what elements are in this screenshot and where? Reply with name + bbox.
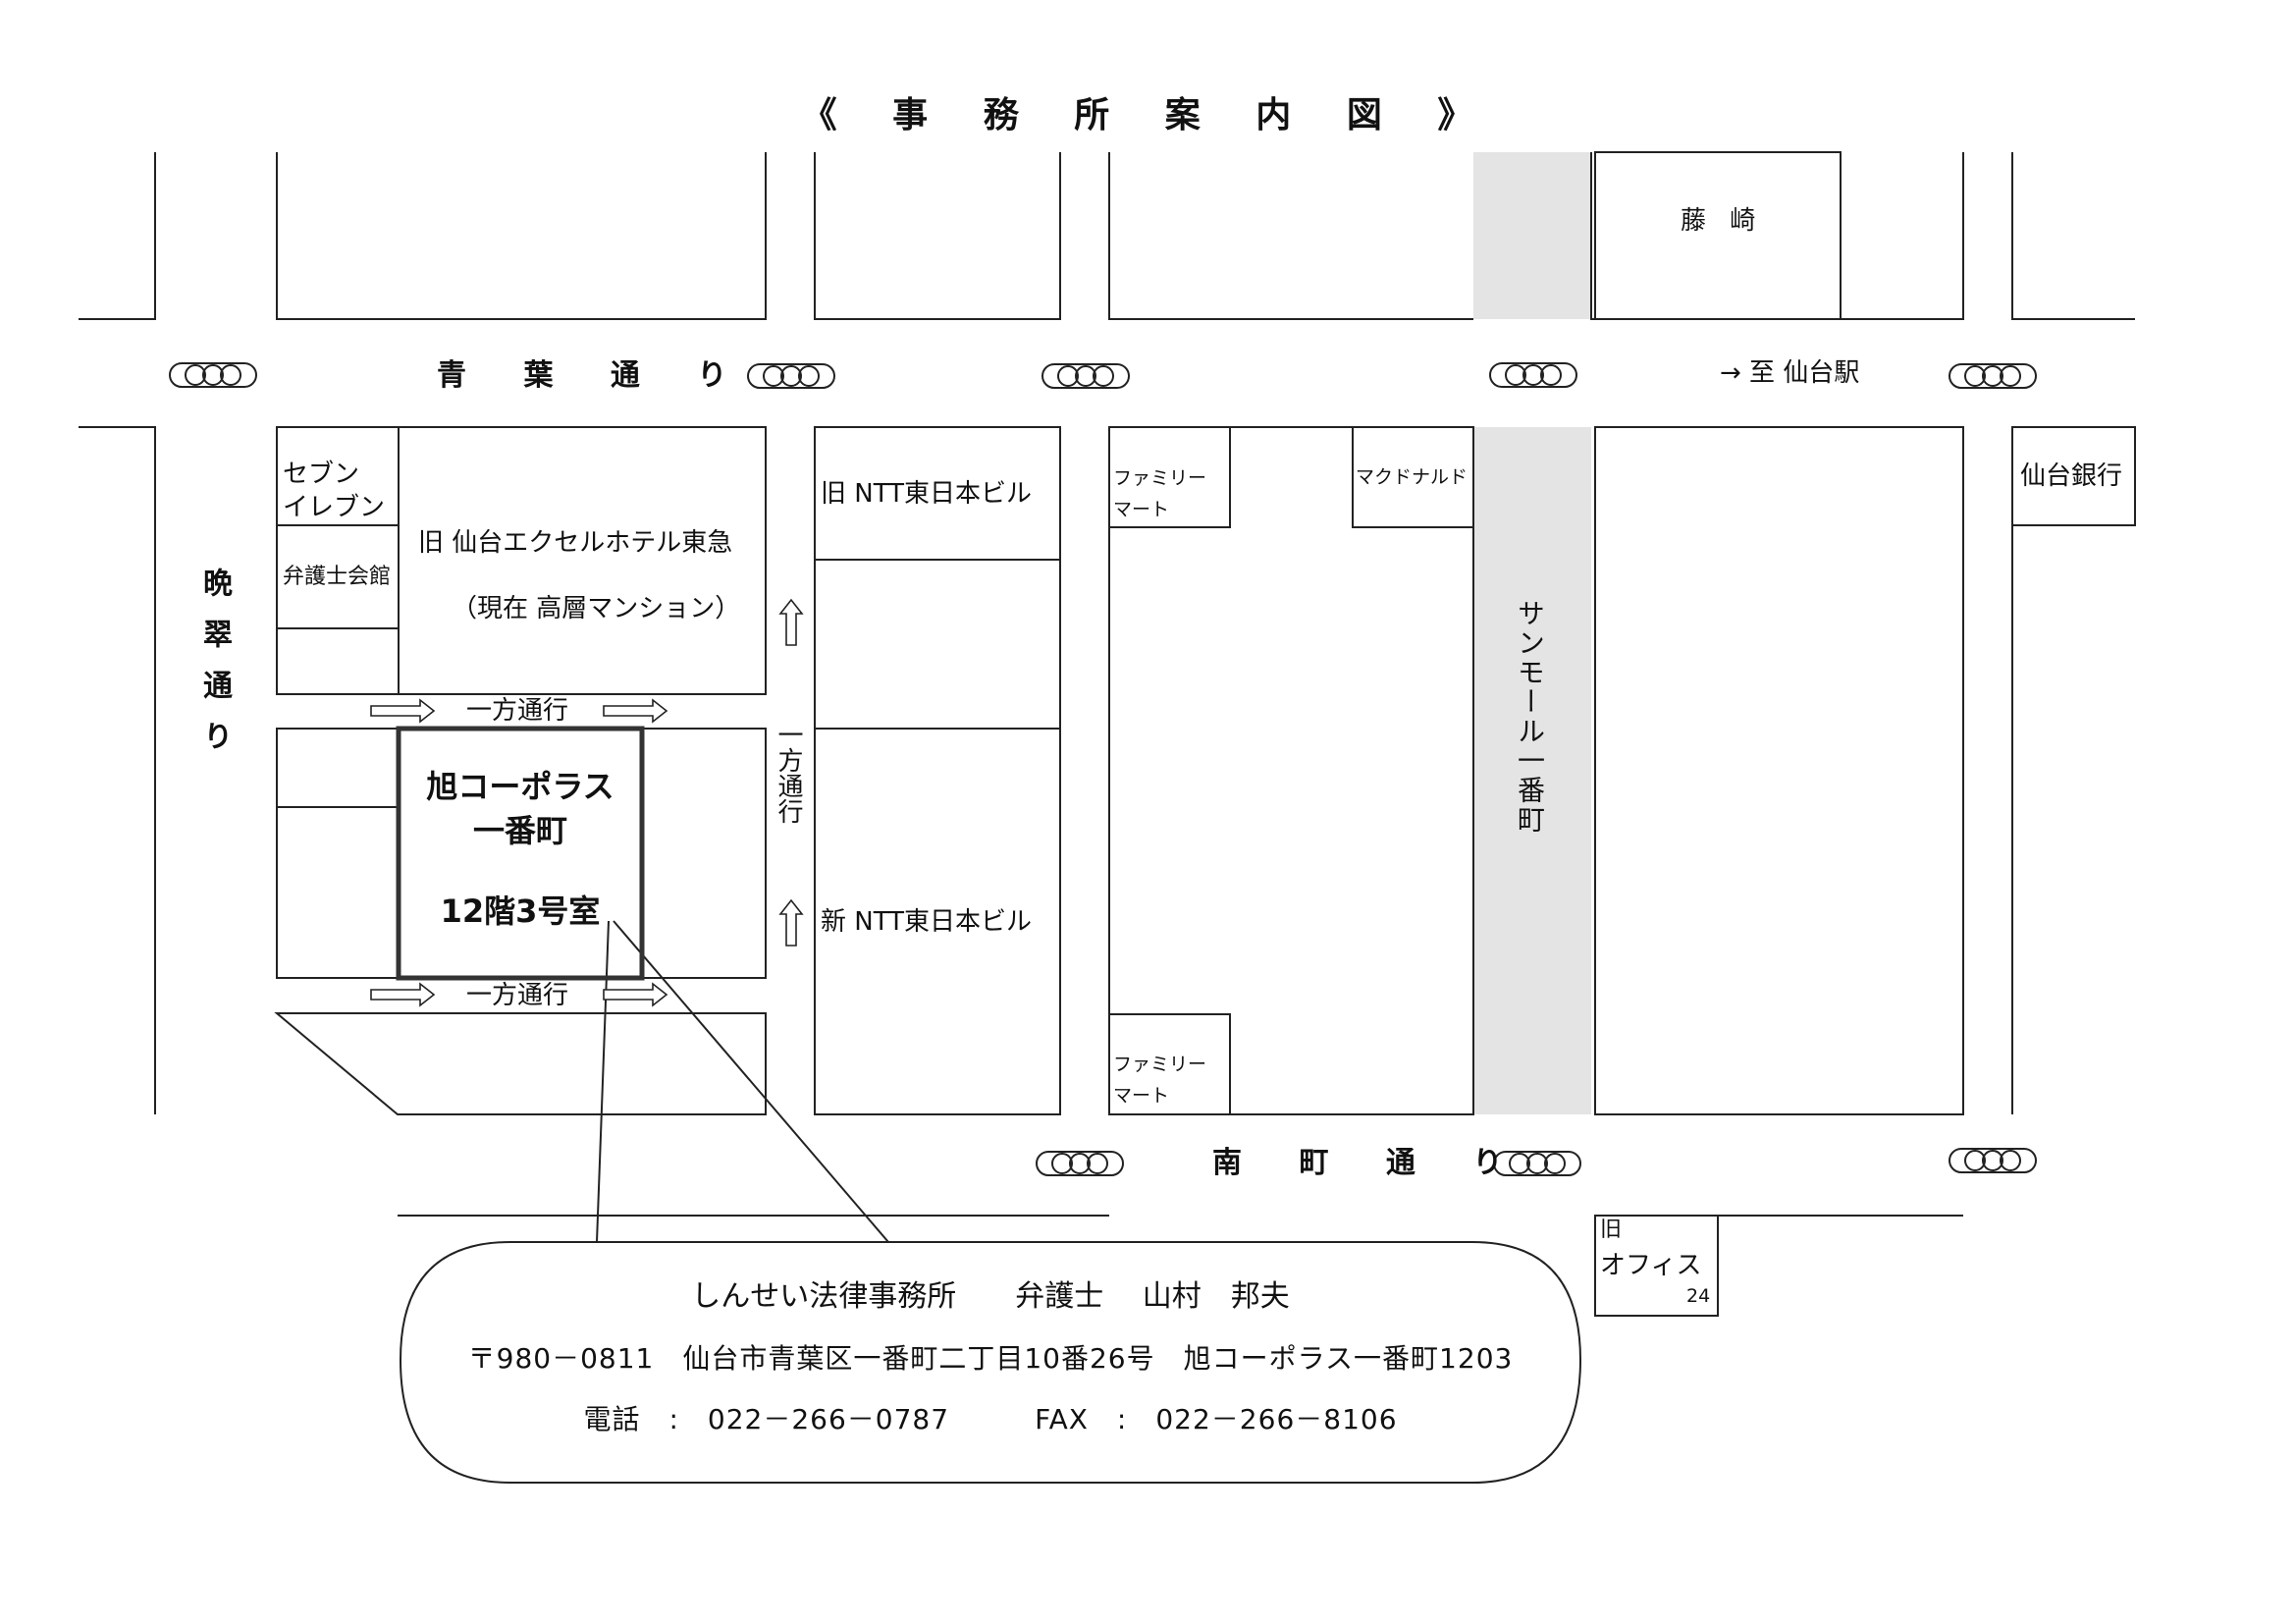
arrow-up-icon (778, 898, 804, 947)
office-contact: 電話 : 022－266－0787 FAX : 022－266－8106 (583, 1403, 1398, 1435)
callout-bubble (399, 1241, 1582, 1484)
traffic-signal-icon (169, 362, 257, 388)
new-ntt-building: 新 NTT東日本ビル (821, 907, 1033, 937)
traffic-signal-icon (747, 363, 835, 389)
callout-leader-right (613, 920, 889, 1243)
seven-eleven-label-2: イレブン (283, 493, 386, 522)
callout-leader-left (596, 920, 610, 1243)
block-top-far-right (2011, 152, 2135, 320)
familymart-bottom-label-2: マート (1113, 1085, 1170, 1107)
familymart-top-box (1108, 426, 1231, 528)
arrow-right-icon (370, 698, 436, 724)
block-ntt (814, 426, 1061, 1115)
arrow-up-icon (778, 598, 804, 646)
fujisaki-label: 藤 崎 (1681, 206, 1764, 236)
old-office-box (1594, 1215, 1719, 1317)
block-office (276, 728, 767, 979)
former-excel-hotel: 旧 仙台エクセルホテル東急 (418, 528, 733, 558)
block-right (1594, 426, 1964, 1115)
law-firm-name: しんせい法律事務所 弁護士 山村 邦夫 (691, 1279, 1290, 1314)
road-aoba-dori: 青 葉 通 り (437, 358, 751, 393)
office-building-name-1: 旭コーポラス (426, 768, 614, 805)
sendai-bank-box (2011, 426, 2136, 526)
one-way-label-vertical: 一方通行 (774, 722, 803, 824)
one-way-label-bottom: 一方通行 (466, 981, 569, 1010)
familymart-bottom-box (1108, 1013, 1231, 1115)
block-top-far-left (79, 152, 156, 320)
familymart-top-label-2: マート (1113, 499, 1170, 520)
former-ntt-building: 旧 NTT東日本ビル (821, 479, 1033, 509)
to-sendai-station: → 至 仙台駅 (1720, 358, 1860, 388)
arrow-right-icon (603, 698, 668, 724)
seven-eleven-label-1: セブン (283, 460, 360, 489)
block-familymart (1108, 426, 1474, 1115)
sunmall-arcade-upper (1473, 152, 1591, 319)
traffic-signal-icon (1949, 363, 2037, 389)
excel-hotel-current: （現在 高層マンション） (452, 594, 741, 623)
block-fujisaki (1594, 151, 1842, 320)
traffic-signal-icon (1041, 363, 1130, 389)
arrow-right-icon (603, 982, 668, 1007)
traffic-signals (169, 362, 2037, 1176)
traffic-signal-icon (1949, 1148, 2037, 1173)
familymart-bottom-label-1: ファミリー (1113, 1054, 1207, 1075)
road-bansui-dori: 晩翠通り (197, 568, 232, 772)
office-building-outline (396, 726, 645, 981)
block-left-edge (79, 426, 156, 1114)
block-top-fujisaki-outer (1590, 152, 1964, 320)
road-minamimachi-dori: 南 町 通 り (1212, 1146, 1526, 1180)
old-office-number: 24 (1686, 1285, 1711, 1307)
mcdonalds-label: マクドナルド (1356, 466, 1468, 488)
block-top-2 (814, 152, 1061, 320)
arrow-right-icon (370, 982, 436, 1007)
one-way-label-top: 一方通行 (466, 696, 569, 726)
traffic-signal-icon (1489, 362, 1577, 388)
page-title: 《 事 務 所 案 内 図 》 (801, 95, 1495, 135)
old-office-label-2: オフィス (1600, 1251, 1702, 1280)
block-top-3 (1108, 152, 1473, 320)
bar-association-hall: 弁護士会館 (283, 565, 392, 589)
sunmall-arcade-lower (1473, 427, 1591, 1114)
familymart-top-label-1: ファミリー (1113, 467, 1207, 489)
old-office-label-1: 旧 (1600, 1218, 1623, 1242)
traffic-signal-icon (1036, 1151, 1124, 1176)
block-far-right (2011, 426, 2135, 1114)
road-sunmall-ichibancho: サンモール一番町 (1514, 599, 1546, 835)
mcdonalds-box (1352, 426, 1474, 528)
block-triangle (274, 1012, 767, 1115)
office-address: 〒980－0811 仙台市青葉区一番町二丁目10番26号 旭コーポラス一番町12… (467, 1342, 1514, 1375)
office-building-name-2: 一番町 (472, 812, 567, 849)
block-top-1 (276, 152, 767, 320)
sendai-bank-label: 仙台銀行 (2020, 461, 2123, 491)
traffic-signal-icon (1493, 1151, 1581, 1176)
block-hotel (276, 426, 767, 695)
office-room-number: 12階3号室 (440, 893, 601, 930)
